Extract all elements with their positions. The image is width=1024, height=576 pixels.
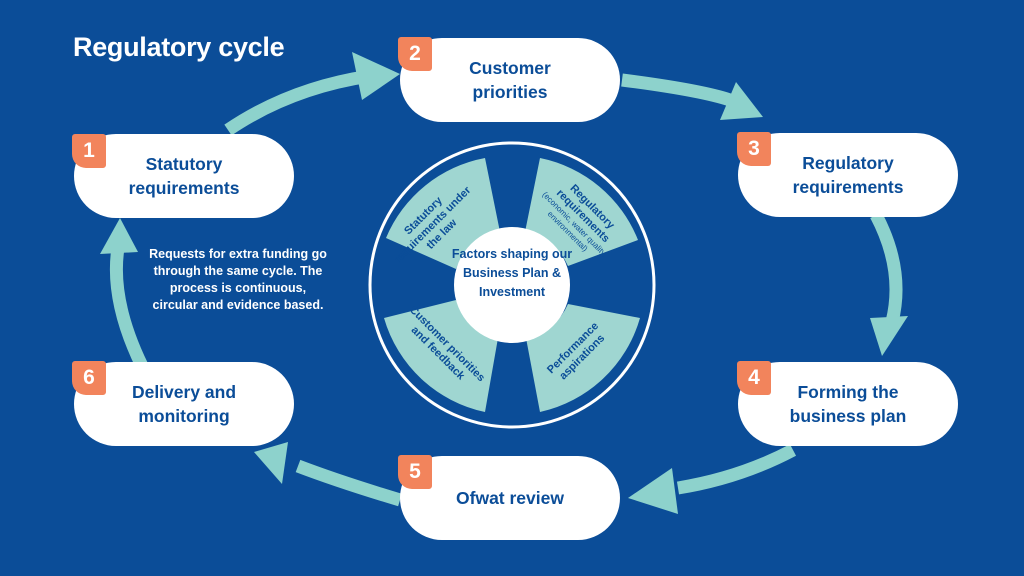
step-label: Statutory requirements (128, 154, 240, 198)
arrow-6-to-1 (109, 247, 148, 369)
arrow-3-to-4 (870, 211, 903, 324)
step-label: Regulatory requirements (792, 153, 904, 197)
step-label: Customer priorities (469, 58, 551, 102)
factors-ring (368, 141, 656, 429)
step-number-badge: 5 (398, 455, 432, 489)
segment-regulatory (525, 158, 638, 266)
step-label: Forming the business plan (789, 382, 907, 426)
factors-center-label: Factors shaping our Business Plan & Inve… (451, 247, 573, 299)
arrowhead-5 (628, 468, 678, 514)
arrow-4-to-5 (676, 444, 797, 495)
segment-performance (526, 304, 640, 412)
step-4-forming-the-business-plan: Forming the business plan (738, 362, 958, 446)
arrowhead-6 (254, 442, 288, 484)
arrow-2-to-3 (621, 73, 733, 107)
arrow-5-to-6 (295, 459, 402, 507)
arrowhead-2 (352, 52, 400, 100)
step-5-ofwat-review: Ofwat review (400, 456, 620, 540)
arrowhead-4 (870, 316, 908, 356)
step-label: Delivery and monitoring (131, 382, 237, 426)
cycle-note: Requests for extra funding go through th… (149, 247, 327, 312)
step-6-delivery-and-monitoring: Delivery and monitoring (74, 362, 294, 446)
step-1-statutory-requirements: Statutory requirements (74, 134, 294, 218)
step-number-badge: 4 (737, 361, 771, 395)
arrow-1-to-2 (224, 69, 371, 136)
page-title: Regulatory cycle (73, 32, 285, 62)
step-number-badge: 1 (72, 134, 106, 168)
step-number-badge: 6 (72, 361, 106, 395)
factors-center-circle (454, 227, 570, 343)
arrowhead-1 (100, 218, 138, 254)
segment-customer (384, 300, 498, 412)
segment-statutory (386, 158, 500, 269)
step-2-customer-priorities: Customer priorities (400, 38, 620, 122)
step-label: Ofwat review (456, 488, 564, 508)
step-number-badge: 2 (398, 37, 432, 71)
arrowhead-3 (720, 82, 763, 120)
step-3-regulatory-requirements: Regulatory requirements (738, 133, 958, 217)
step-number-badge: 3 (737, 132, 771, 166)
